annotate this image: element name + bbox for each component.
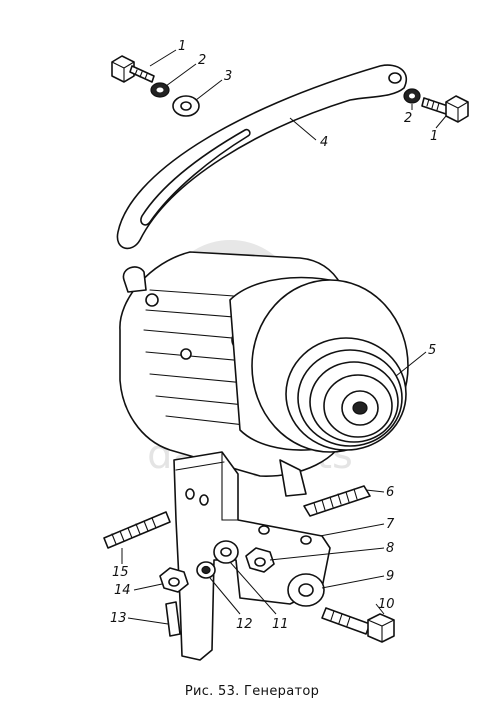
callout-10: 10 — [378, 597, 395, 612]
bolt-top-right — [421, 95, 469, 123]
stud-6 — [303, 485, 371, 517]
lock-plate-13 — [165, 601, 181, 637]
nut-8 — [245, 547, 275, 573]
callout-13: 13 — [110, 611, 127, 626]
callout-12: 12 — [236, 617, 253, 632]
spring-washer-top-left — [150, 82, 170, 98]
callout-7: 7 — [386, 517, 395, 532]
callout-numbers: 1 2 3 4 2 1 5 6 7 8 9 10 11 12 13 14 15 — [110, 39, 438, 632]
callout-1-top-right: 1 — [430, 129, 438, 144]
callout-4: 4 — [320, 135, 328, 150]
leader-lines — [121, 49, 447, 625]
nut-14 — [159, 567, 189, 593]
callout-15: 15 — [112, 565, 129, 580]
callout-8: 8 — [386, 541, 394, 556]
callout-11: 11 — [272, 617, 289, 632]
spring-washer-12 — [196, 561, 216, 579]
flat-washer-top-left — [172, 95, 200, 117]
bolt-10 — [321, 607, 395, 643]
stud-15 — [103, 511, 171, 549]
bolt-top-left — [111, 55, 155, 83]
flat-washer-11 — [213, 540, 239, 564]
callout-5: 5 — [428, 343, 436, 358]
washer-9 — [287, 573, 325, 607]
tension-bracket — [116, 64, 407, 250]
callout-2-top-left: 2 — [198, 53, 206, 68]
spring-washer-top-right — [403, 88, 421, 104]
callout-6: 6 — [386, 485, 394, 500]
callout-14: 14 — [114, 583, 131, 598]
callout-2-top-right: 2 — [404, 111, 412, 126]
pulley — [251, 279, 409, 453]
callout-3: 3 — [224, 69, 232, 84]
callout-1-top-left: 1 — [178, 39, 186, 54]
figure-caption: Рис. 53. Генератор — [184, 684, 320, 699]
callout-9: 9 — [386, 569, 394, 584]
